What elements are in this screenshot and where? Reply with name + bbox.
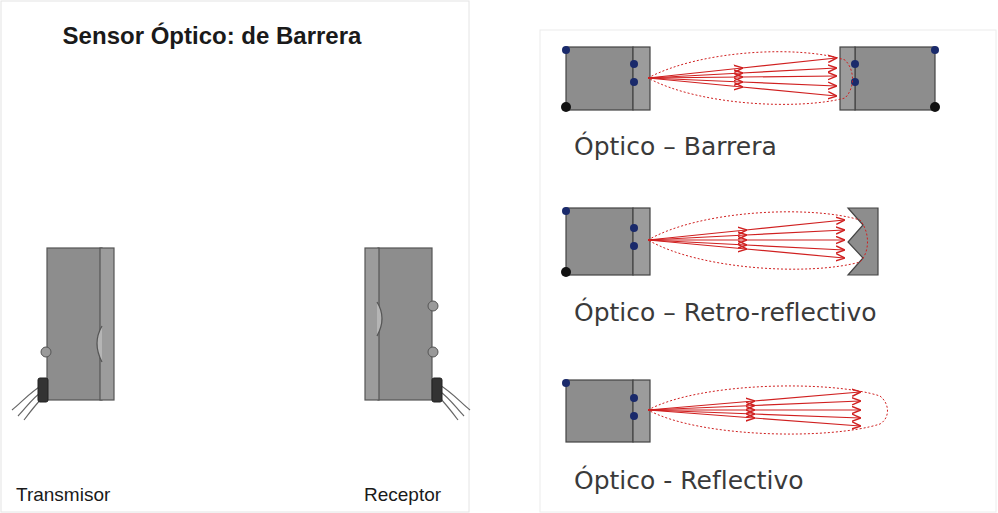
sensor-type-label: Óptico - Reflectivo bbox=[572, 466, 806, 496]
diagram-title: Sensor Óptico: de Barrera bbox=[61, 22, 364, 51]
light-beam bbox=[648, 212, 868, 269]
component-label: Transmisor bbox=[14, 484, 112, 507]
sensor-type-label-slot: Óptico – Retro-reflectivo bbox=[572, 298, 879, 328]
component-label-slot: Transmisor bbox=[14, 484, 112, 507]
transmitter-sensor bbox=[12, 248, 114, 420]
retroreflective-sensor bbox=[561, 207, 878, 277]
receiver-sensor bbox=[365, 248, 470, 420]
panel-frame bbox=[540, 30, 996, 512]
component-label-slot: Receptor bbox=[362, 484, 443, 507]
sensor-type-label: Óptico – Retro-reflectivo bbox=[572, 298, 879, 328]
reflective-sensor bbox=[562, 379, 650, 442]
component-label: Receptor bbox=[362, 484, 443, 507]
diagram-title-slot: Sensor Óptico: de Barrera bbox=[61, 22, 364, 51]
light-beam bbox=[648, 386, 888, 434]
barrier-sensor-pair bbox=[561, 46, 940, 112]
sensor-type-label-slot: Óptico - Reflectivo bbox=[572, 466, 806, 496]
sensor-type-label: Óptico – Barrera bbox=[572, 132, 779, 162]
light-beam bbox=[648, 52, 853, 105]
panel-frame bbox=[1, 1, 469, 512]
sensor-type-label-slot: Óptico – Barrera bbox=[572, 132, 779, 162]
